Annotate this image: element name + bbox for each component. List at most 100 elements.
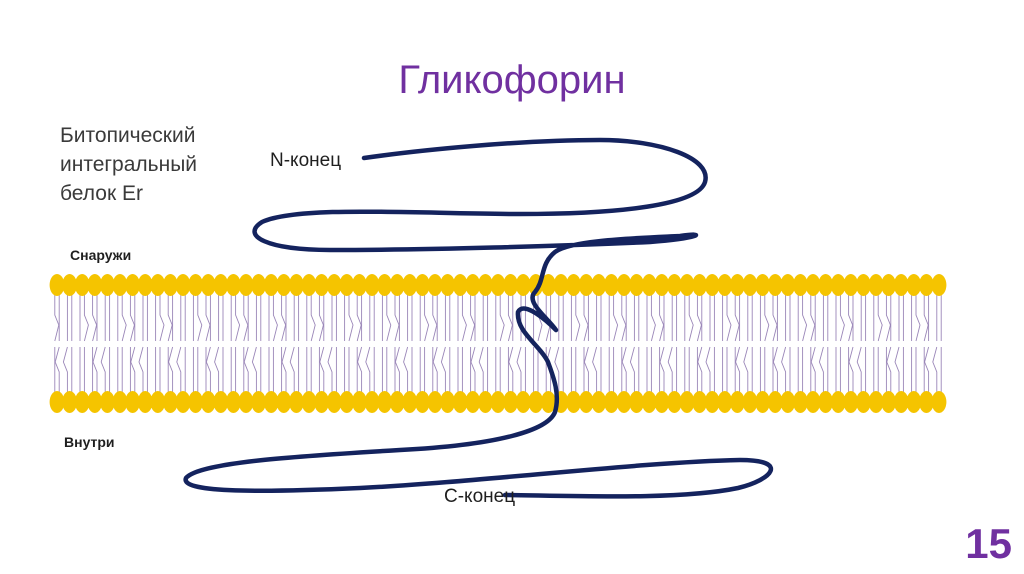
lipid-tail [281,346,287,394]
lipid-tail [802,293,808,342]
lipid-tail [781,346,787,394]
lipid-head [440,274,455,296]
lipid-head [906,274,922,296]
lipid-tail [499,293,505,342]
lipid-tail [243,346,249,394]
lipid-tail [839,293,845,342]
lipid-head [856,391,871,413]
lipid-tail [818,346,824,394]
lipid-head [112,274,128,296]
lipid-tail [129,293,135,342]
lipid-tail [121,293,127,342]
lipid-head [717,391,733,413]
lipid-head [301,274,317,296]
lipid-tail [583,346,589,394]
lipid-head [87,391,103,413]
lipid-head [339,274,355,296]
lipid-tail [810,346,816,394]
lipid-tail [554,346,560,394]
lipid-tail [461,293,467,342]
lipid-head [931,274,947,296]
lipid-tail [54,293,60,342]
lipid-tail [394,346,400,394]
lipid-head [465,274,481,296]
lipid-tail [613,293,619,342]
lipid-head [100,274,115,296]
lipid-tail [440,346,446,394]
lipid-tail [886,346,892,394]
lipid-head [74,274,90,296]
lipid-head [163,391,178,413]
lipid-head [301,391,317,413]
lipid-tail [743,346,749,394]
lipid-head [856,274,871,296]
lipid-head [616,274,632,296]
lipid-tail [856,346,862,394]
lipid-tail [848,346,854,394]
lipid-head [654,391,670,413]
lipid-head [591,274,607,296]
lipid-head [919,391,934,413]
lipid-head [62,274,77,296]
lipid-head [717,274,733,296]
lipid-tail [205,293,211,342]
lipid-tail [848,293,854,342]
lipid-tail [772,346,778,394]
lipid-head [641,391,657,413]
lipid-head [604,274,619,296]
lipid-tail [83,293,89,342]
lipid-tail [924,346,930,394]
outside-label: Снаружи [70,247,132,263]
lipid-tail [159,293,165,342]
n-terminus-label: N-конец [270,150,342,171]
lipid-head [188,391,204,413]
lipid-tail [92,293,98,342]
lipid-tail [214,346,220,394]
lipid-tail [197,293,203,342]
lipid-head [629,274,644,296]
lipid-tail [705,346,711,394]
lipid-head [919,274,934,296]
lipid-head [263,274,279,296]
lipid-head [793,274,808,296]
lipid-head [74,391,90,413]
lipid-head [49,391,65,413]
lipid-tail [659,346,665,394]
lipid-head [276,274,292,296]
lipid-head [402,274,418,296]
lipid-head [515,274,531,296]
lipid-tail [735,346,741,394]
lipid-head [276,391,292,413]
lipid-heads-outer-layer [49,274,947,296]
lipid-head [679,274,695,296]
lipid-tail [432,293,438,342]
lipid-head [805,391,821,413]
lipid-head [818,274,833,296]
lipid-tail [205,346,211,394]
lipid-tail [348,293,354,342]
lipid-tail [583,293,589,342]
lipid-head [830,274,846,296]
lipid-tail [894,346,900,394]
lipid-head [730,274,745,296]
lipid-tail [885,293,891,342]
lipid-head [515,391,531,413]
lipid-head [175,391,191,413]
lipid-tail [168,346,174,394]
lipid-head [767,391,783,413]
lipid-heads-inner-layer [49,391,947,413]
lipid-head [226,274,241,296]
lipid-head [830,391,846,413]
lipid-head [326,274,342,296]
lipid-tail [167,293,173,342]
lipid-tail [289,346,295,394]
lipid-tail [764,293,770,342]
lipid-head [389,274,405,296]
description-line: интегральный [60,153,198,176]
lipid-head [478,391,493,413]
lipid-tail [734,293,740,342]
lipid-tail [915,293,921,342]
lipid-head [150,391,166,413]
